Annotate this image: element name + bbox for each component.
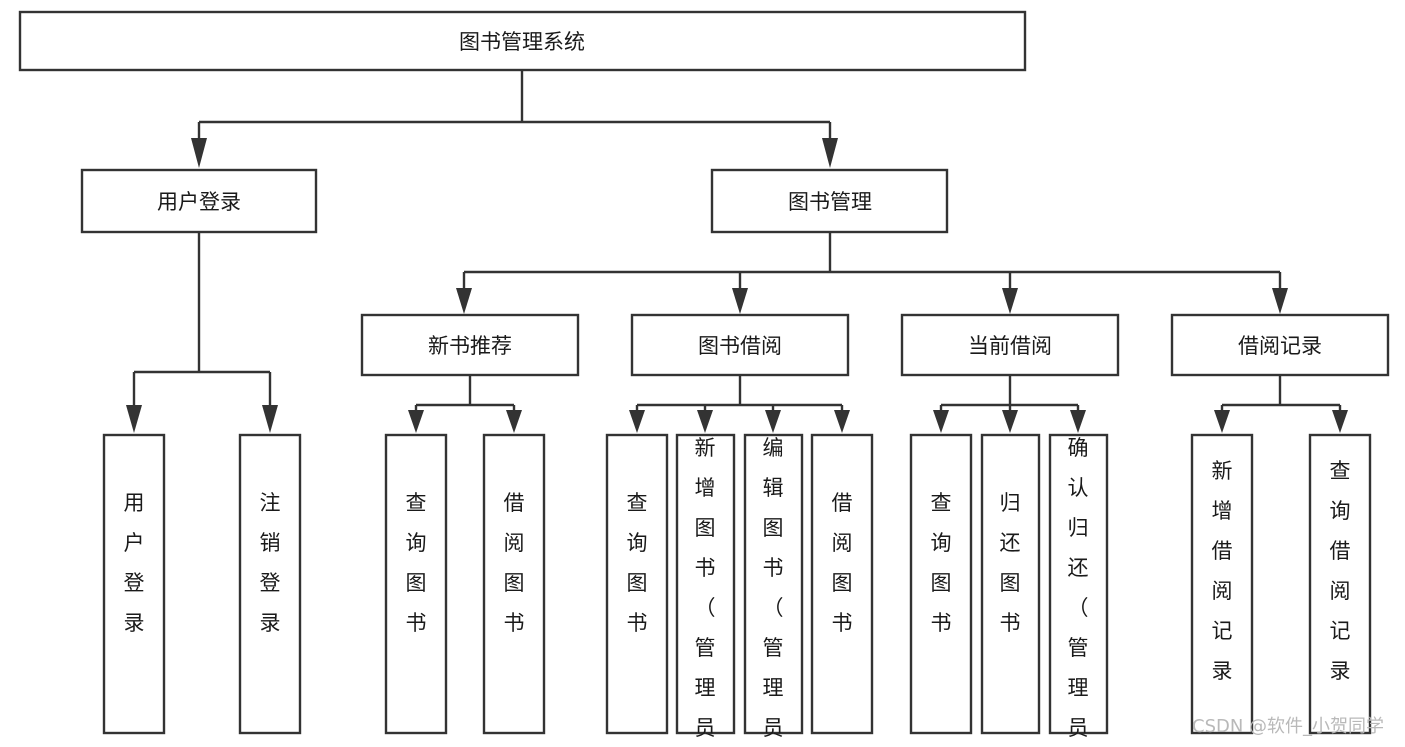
leaf-node-current-return-book[interactable]: 归还图书 <box>980 433 1041 735</box>
arrow-head-bookborrow-leaf-3 <box>765 410 781 433</box>
current-borrow-box <box>900 313 1120 377</box>
leaf-box-record-query <box>1308 433 1372 735</box>
leaf-node-newbook-borrow-book[interactable]: 借阅图书 <box>482 433 546 735</box>
arrow-head-currentborrow-leaf-1 <box>933 410 949 433</box>
new-book-recommend-label: 新书推荐 <box>428 334 512 358</box>
leaf-box-borrow-add-book <box>675 433 736 735</box>
node-current-borrow[interactable]: 当前借阅 <box>900 313 1120 377</box>
csdn-watermark: CSDN @软件_小贺同学 <box>1192 716 1384 737</box>
leaf-box-borrow-edit-book <box>743 433 804 735</box>
root-label: 图书管理系统 <box>459 30 585 54</box>
user-login-label: 用户登录 <box>157 190 241 214</box>
arrow-head-bookborrow-leaf-1 <box>629 410 645 433</box>
arrow-head-newbook-leaf-2 <box>506 410 522 433</box>
leaf-node-user-login[interactable]: 用户登录 <box>102 433 166 735</box>
leaf-box-borrow-borrow-book <box>810 433 874 735</box>
leaf-node-logout[interactable]: 注销登录 <box>238 433 302 735</box>
leaf-box-borrow-query-book <box>605 433 669 735</box>
arrow-head-current-borrow <box>1002 288 1018 314</box>
node-borrow-record[interactable]: 借阅记录 <box>1170 313 1390 377</box>
leaf-label-current-confirm-return: 确认归还（管理员） <box>1068 436 1089 747</box>
leaf-box-user-login <box>102 433 166 735</box>
leaf-box-record-add <box>1190 433 1254 735</box>
arrow-head-book-manage <box>822 138 838 168</box>
leaf-node-borrow-query-book[interactable]: 查询图书 <box>605 433 669 735</box>
node-new-book-recommend[interactable]: 新书推荐 <box>360 313 580 377</box>
leaf-node-record-query[interactable]: 查询借阅记录 <box>1308 433 1372 735</box>
leaf-node-borrow-borrow-book[interactable]: 借阅图书 <box>810 433 874 735</box>
arrow-head-book-borrow <box>732 288 748 314</box>
connectors-layer <box>126 70 1348 433</box>
book-management-label: 图书管理 <box>788 190 872 214</box>
arrow-head-currentborrow-leaf-2 <box>1002 410 1018 433</box>
leaf-label-borrow-add-book: 新增图书（管理员） <box>695 436 716 747</box>
book-management-box <box>710 168 949 234</box>
leaf-label-borrow-query-book: 查询图书 <box>627 491 648 635</box>
arrow-head-borrowrecord-leaf-2 <box>1332 410 1348 433</box>
root-box <box>18 10 1027 72</box>
leaf-label-newbook-borrow-book: 借阅图书 <box>504 491 525 635</box>
leaf-box-current-return-book <box>980 433 1041 735</box>
leaf-box-newbook-query-book <box>384 433 448 735</box>
leaf-box-newbook-borrow-book <box>482 433 546 735</box>
leaf-box-current-confirm-return <box>1048 433 1109 735</box>
arrow-head-borrow-record <box>1272 288 1288 314</box>
leaf-node-borrow-edit-book[interactable]: 编辑图书（管理员） <box>743 433 804 747</box>
arrow-head-bookborrow-leaf-4 <box>834 410 850 433</box>
leaf-node-borrow-add-book[interactable]: 新增图书（管理员） <box>675 433 736 747</box>
current-borrow-label: 当前借阅 <box>968 334 1052 358</box>
arrow-head-user-login <box>191 138 207 168</box>
user-login-box <box>80 168 318 234</box>
leaf-node-record-add[interactable]: 新增借阅记录 <box>1190 433 1254 735</box>
arrow-head-leaf-logout <box>262 405 278 433</box>
arrow-head-leaf-user-login <box>126 405 142 433</box>
book-borrow-box <box>630 313 850 377</box>
leaf-node-newbook-query-book[interactable]: 查询图书 <box>384 433 448 735</box>
leaf-node-current-confirm-return[interactable]: 确认归还（管理员） <box>1048 433 1109 747</box>
leaf-label-newbook-query-book: 查询图书 <box>406 491 427 635</box>
leaf-box-logout <box>238 433 302 735</box>
node-book-management[interactable]: 图书管理 <box>710 168 949 234</box>
leaf-node-current-query-book[interactable]: 查询图书 <box>909 433 973 735</box>
book-borrow-label: 图书借阅 <box>698 334 782 358</box>
borrow-record-box <box>1170 313 1390 377</box>
arrow-head-bookborrow-leaf-2 <box>697 410 713 433</box>
leaf-label-current-query-book: 查询图书 <box>931 491 952 635</box>
arrow-head-new-book-recommend <box>456 288 472 314</box>
borrow-record-label: 借阅记录 <box>1238 334 1322 358</box>
leaf-label-record-query: 查询借阅记录 <box>1330 459 1351 683</box>
leaf-label-borrow-edit-book: 编辑图书（管理员） <box>763 436 784 747</box>
leaf-label-logout: 注销登录 <box>260 491 281 635</box>
leaf-label-current-return-book: 归还图书 <box>1000 491 1021 635</box>
leaf-label-record-add: 新增借阅记录 <box>1212 459 1233 683</box>
arrow-head-newbook-leaf-1 <box>408 410 424 433</box>
new-book-recommend-box <box>360 313 580 377</box>
node-book-borrow[interactable]: 图书借阅 <box>630 313 850 377</box>
arrow-head-currentborrow-leaf-3 <box>1070 410 1086 433</box>
leaf-label-user-login: 用户登录 <box>124 491 145 635</box>
node-root-book-management-system[interactable]: 图书管理系统 <box>18 10 1027 72</box>
leaf-box-current-query-book <box>909 433 973 735</box>
leaf-label-borrow-borrow-book: 借阅图书 <box>832 491 853 635</box>
node-user-login[interactable]: 用户登录 <box>80 168 318 234</box>
arrow-head-borrowrecord-leaf-1 <box>1214 410 1230 433</box>
